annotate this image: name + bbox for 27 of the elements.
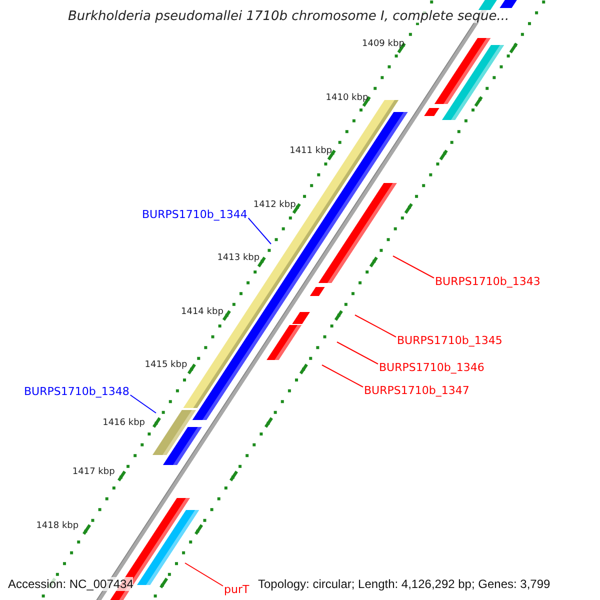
- map-title: Burkholderia pseudomallei 1710b chromosome I, complete seque...: [68, 10, 510, 23]
- gene-label: BURPS1710b_1348: [24, 386, 130, 397]
- leader-line: [392, 256, 434, 278]
- gene-label: purT: [224, 584, 250, 595]
- tick-label: 1412 kbp: [253, 200, 296, 210]
- leader-line: [184, 562, 224, 586]
- leader-line: [248, 218, 272, 244]
- tick-label: 1414 kbp: [181, 308, 224, 316]
- tick-label: 1410 kbp: [326, 94, 368, 102]
- tick-label: 1416 kbp: [102, 418, 145, 428]
- leader-line: [336, 342, 378, 364]
- tick-label: 1418 kbp: [36, 522, 79, 530]
- accession-text: Accession: NC_007434: [8, 577, 134, 591]
- leader-line: [130, 394, 156, 414]
- topology-text: Topology: circular; Length: 4,126,292 bp; Genes: 3,799: [258, 577, 550, 591]
- gene-label: BURPS1710b_1343: [435, 276, 540, 287]
- tick-label: 1417 kbp: [72, 468, 115, 477]
- tick-label: 1409 kbp: [362, 40, 404, 49]
- tick-label: 1413 kbp: [217, 254, 260, 263]
- leader-line: [354, 314, 396, 338]
- gene-label: BURPS1710b_1346: [379, 362, 484, 373]
- gene-label: BURPS1710b_1347: [364, 385, 470, 396]
- leader-line: [322, 364, 364, 388]
- tick-label: 1411 kbp: [290, 147, 332, 156]
- tick-label: 1415 kbp: [144, 361, 188, 370]
- gene-label: BURPS1710b_1344: [142, 209, 248, 220]
- gene-label: BURPS1710b_1345: [397, 335, 502, 346]
